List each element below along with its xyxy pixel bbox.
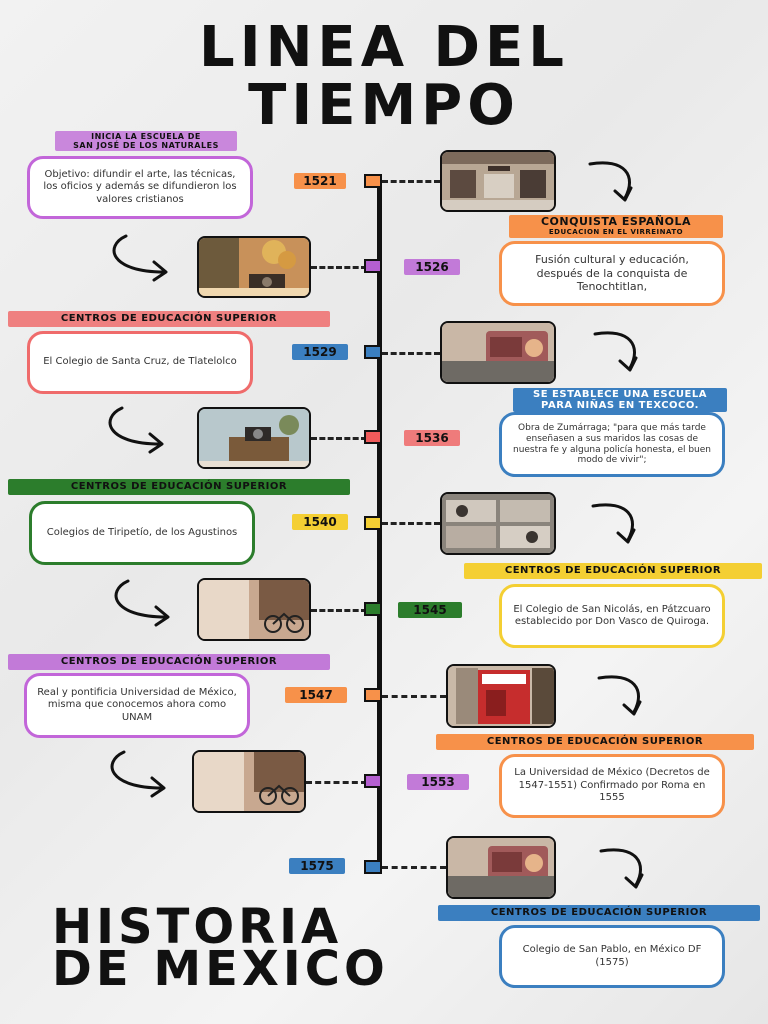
- event-1536-label: SE ESTABLECE UNA ESCUELA PARA NIÑAS EN T…: [513, 388, 727, 412]
- event-1575-description: Colegio de San Pablo, en México DF (1575…: [499, 925, 725, 988]
- event-1540-description: Colegios de Tiripetío, de los Agustinos: [29, 501, 255, 565]
- curved-arrow-icon: [108, 406, 164, 454]
- curved-arrow-icon: [110, 750, 166, 798]
- event-1521-node: [364, 174, 382, 188]
- event-1547-label: CENTROS DE EDUCACIÓN SUPERIOR: [8, 654, 330, 670]
- event-1521-label-line-2: SAN JOSÉ DE LOS NATURALES: [73, 141, 219, 150]
- event-1553-node: [364, 774, 382, 788]
- bicycle-street-photo: [192, 750, 306, 813]
- event-1526-description: Fusión cultural y educación, después de …: [499, 241, 725, 306]
- event-1521-description: Objetivo: difundir el arte, las técnicas…: [27, 156, 253, 219]
- event-1521-year: 1521: [294, 173, 346, 189]
- event-1521-label-line-1: INICIA LA ESCUELA DE: [91, 132, 201, 141]
- curved-arrow-icon: [588, 161, 633, 202]
- event-1526-year: 1526: [404, 259, 460, 275]
- event-1529-year: 1529: [292, 344, 348, 360]
- curved-arrow-icon: [591, 503, 636, 544]
- event-1553-description: La Universidad de México (Decretos de 15…: [499, 754, 725, 818]
- footer-title-line-2: DE MEXICO: [52, 941, 389, 997]
- event-1529-label: CENTROS DE EDUCACIÓN SUPERIOR: [8, 311, 330, 327]
- event-1526-label: CONQUISTA ESPAÑOLA EDUCACION EN EL VIRRE…: [509, 215, 723, 238]
- event-1526-label-line-2: EDUCACION EN EL VIRREINATO: [548, 228, 684, 236]
- event-1536-description: Obra de Zumárraga; "para que más tarde e…: [499, 412, 725, 477]
- curved-arrow-icon: [597, 675, 642, 716]
- event-1575-connector: [382, 866, 446, 869]
- event-1545-label: CENTROS DE EDUCACIÓN SUPERIOR: [464, 563, 762, 579]
- event-1526-label-line-1: CONQUISTA ESPAÑOLA: [540, 215, 691, 228]
- radios-photo: [440, 492, 556, 555]
- event-1553-label: CENTROS DE EDUCACIÓN SUPERIOR: [436, 734, 754, 750]
- event-1540-node: [364, 516, 382, 530]
- event-1529-description: El Colegio de Santa Cruz, de Tlatelolco: [27, 331, 253, 394]
- event-1545-node: [364, 602, 382, 616]
- curved-arrow-icon: [114, 579, 170, 627]
- footer-title-line-1: HISTORIA: [52, 899, 343, 955]
- event-1540-label: CENTROS DE EDUCACIÓN SUPERIOR: [8, 479, 350, 495]
- event-1536-node: [364, 430, 382, 444]
- event-1536-label-line-2: PARA NIÑAS EN TEXCOCO.: [541, 400, 699, 411]
- event-1545-connector: [311, 609, 367, 612]
- event-1545-description: El Colegio de San Nicolás, en Pátzcuaro …: [499, 584, 725, 648]
- event-1547-description: Real y pontificia Universidad de México,…: [24, 673, 250, 738]
- curved-arrow-icon: [593, 331, 638, 372]
- event-1575-year: 1575: [289, 858, 345, 874]
- event-1575-label: CENTROS DE EDUCACIÓN SUPERIOR: [438, 905, 760, 921]
- flowers-camera-photo: [197, 236, 311, 298]
- event-1526-node: [364, 259, 382, 273]
- event-1526-connector: [311, 266, 367, 269]
- vintage-radio-photo: [446, 836, 556, 899]
- event-1521-connector: [382, 180, 440, 183]
- coca-cola-machine-photo: [446, 664, 556, 728]
- event-1529-node: [364, 345, 382, 359]
- event-1547-connector: [382, 695, 446, 698]
- event-1575-node: [364, 860, 382, 874]
- curved-arrow-icon: [112, 234, 168, 282]
- storefront-photo: [440, 150, 556, 212]
- event-1540-connector: [382, 522, 440, 525]
- event-1536-connector: [311, 437, 367, 440]
- camera-basket-photo: [197, 407, 311, 469]
- event-1553-connector: [306, 781, 367, 784]
- event-1529-connector: [382, 352, 440, 355]
- event-1536-year: 1536: [404, 430, 460, 446]
- event-1521-label: INICIA LA ESCUELA DE SAN JOSÉ DE LOS NAT…: [55, 131, 237, 151]
- event-1547-node: [364, 688, 382, 702]
- event-1536-label-line-1: SE ESTABLECE UNA ESCUELA: [533, 389, 707, 400]
- event-1553-year: 1553: [407, 774, 469, 790]
- page-title-line-2: TIEMPO: [248, 73, 520, 138]
- vintage-radio-photo: [440, 321, 556, 384]
- curved-arrow-icon: [599, 848, 644, 889]
- page-title-line-1: LINEA DEL: [199, 15, 569, 80]
- event-1540-year: 1540: [292, 514, 348, 530]
- bicycle-street-photo: [197, 578, 311, 641]
- event-1547-year: 1547: [285, 687, 347, 703]
- event-1545-year: 1545: [398, 602, 462, 618]
